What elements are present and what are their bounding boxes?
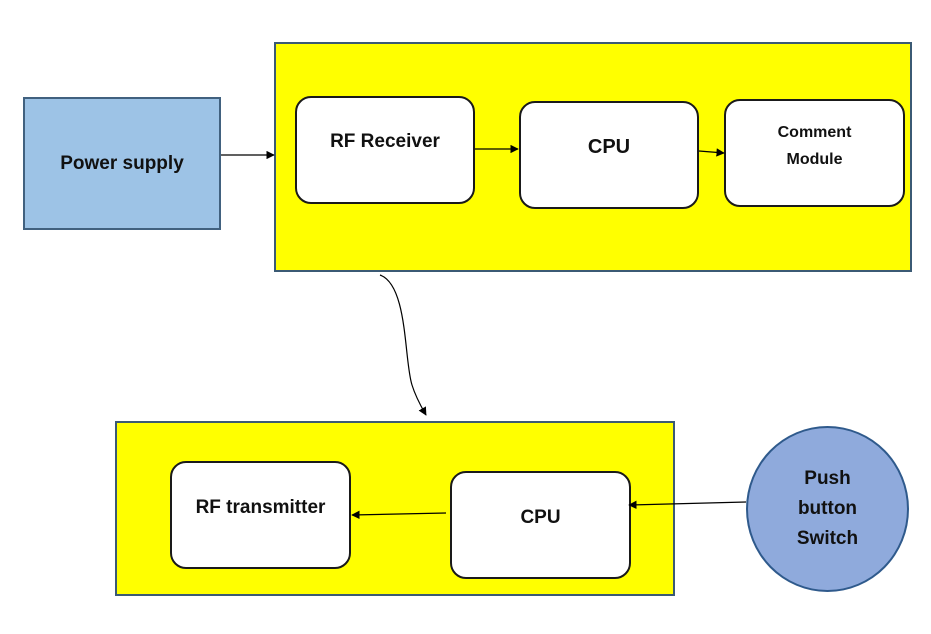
rf-transmitter-block: RF transmitter [170,461,351,569]
rf-receiver-label: RF Receiver [330,131,440,152]
rf-receiver-block: RF Receiver [295,96,475,204]
comment-module-block: Comment Module [724,99,905,207]
transmitter-cpu-label: CPU [520,507,561,528]
push-button-label: Push button Switch [796,468,859,549]
receiver-cpu-label: CPU [587,135,631,158]
receiver-cpu-block: CPU [519,101,699,209]
push-button-switch: Push button Switch [746,426,909,592]
rf-transmitter-label: RF transmitter [195,497,326,518]
transmitter-cpu-block: CPU [450,471,631,579]
power-supply-block: Power supply [23,97,221,230]
arrow-receiver-to-transmitter-unit [379,274,427,416]
power-supply-label: Power supply [60,152,184,174]
comment-module-label: Comment Module [777,124,852,168]
